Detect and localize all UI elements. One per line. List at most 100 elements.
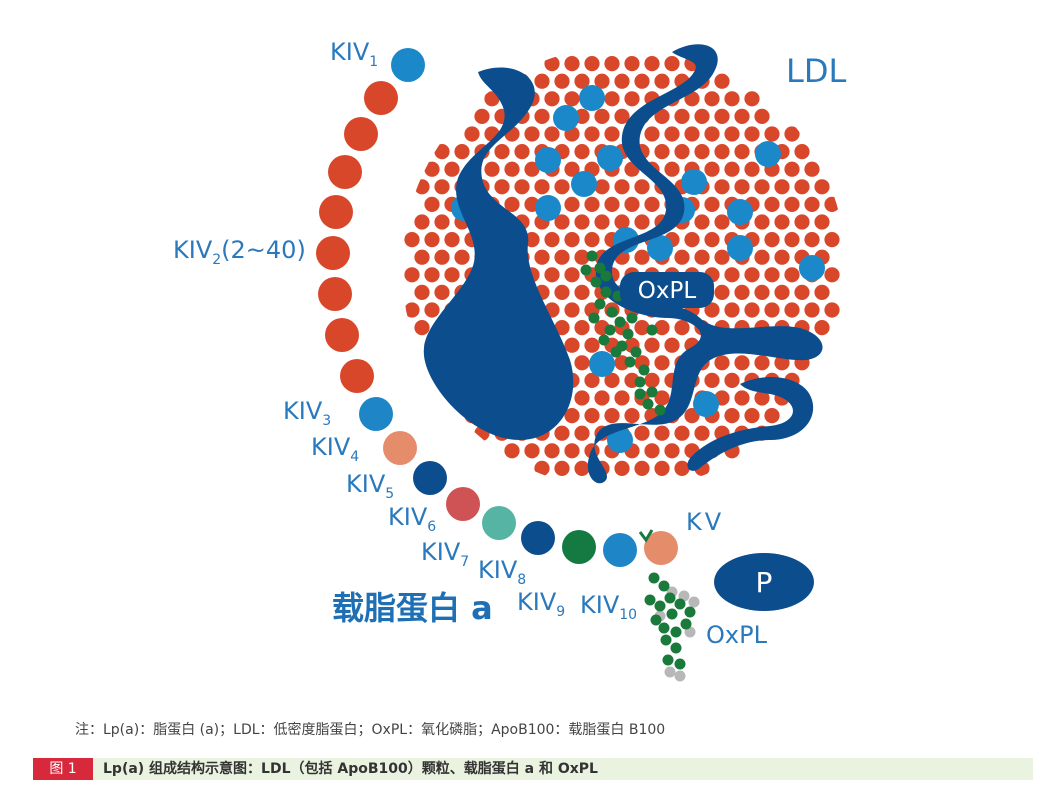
ldl-lipid-bead xyxy=(554,214,570,230)
ldl-lipid-bead xyxy=(724,267,740,283)
kiv2-bead xyxy=(319,195,353,229)
ldl-lipid-bead xyxy=(424,161,440,177)
lpa-structure-diagram: OxPL LDL P KIV1 KIV2(2~40) KIV3 KIV4 KIV… xyxy=(173,38,846,682)
ldl-blue-bead xyxy=(579,85,605,111)
ldl-lipid-bead xyxy=(554,425,570,441)
ldl-lipid-bead xyxy=(654,144,670,160)
ldl-lipid-bead xyxy=(414,284,430,300)
oxpl-bead xyxy=(614,316,626,328)
ldl-lipid-bead xyxy=(494,179,510,195)
ldl-lipid-bead xyxy=(654,355,670,371)
oxpl-bead xyxy=(586,250,598,262)
ldl-lipid-bead xyxy=(774,179,790,195)
ldl-lipid-bead xyxy=(534,249,550,265)
ldl-lipid-bead xyxy=(644,126,660,142)
ldl-lipid-bead xyxy=(804,302,820,318)
ldl-lipid-bead xyxy=(414,214,430,230)
kiv1-label: KIV1 xyxy=(330,38,378,70)
ldl-lipid-bead xyxy=(624,91,640,107)
ldl-lipid-bead xyxy=(674,144,690,160)
ldl-lipid-bead xyxy=(584,56,600,72)
kv-label: KV xyxy=(686,508,724,536)
ldl-lipid-bead xyxy=(794,144,810,160)
ldl-blue-bead xyxy=(647,235,673,261)
ldl-lipid-bead xyxy=(564,196,580,212)
ldl-lipid-bead xyxy=(494,144,510,160)
p-ellipse xyxy=(714,553,814,611)
ldl-lipid-bead xyxy=(434,144,450,160)
ldl-lipid-bead xyxy=(584,337,600,353)
ldl-blue-bead xyxy=(727,235,753,261)
ldl-lipid-bead xyxy=(824,196,840,212)
ldl-lipid-bead xyxy=(584,372,600,388)
ldl-lipid-bead xyxy=(564,232,580,248)
ldl-lipid-bead xyxy=(764,126,780,142)
ldl-blue-bead xyxy=(607,427,633,453)
ldl-lipid-bead xyxy=(734,284,750,300)
ldl-lipid-bead xyxy=(814,214,830,230)
ldl-lipid-bead xyxy=(624,196,640,212)
oxpl-bead xyxy=(650,614,662,626)
kiv8-label: KIV8 xyxy=(478,556,526,588)
ldl-blue-bead xyxy=(535,147,561,173)
oxpl-bead xyxy=(634,376,646,388)
oxpl-bead xyxy=(606,306,618,318)
ldl-lipid-bead xyxy=(724,408,740,424)
kiv2-bead xyxy=(344,117,378,151)
ldl-lipid-bead xyxy=(824,232,840,248)
oxpl-gray-bead xyxy=(688,596,700,608)
ldl-lipid-bead xyxy=(434,214,450,230)
ldl-lipid-bead xyxy=(554,73,570,89)
ldl-lipid-bead xyxy=(764,196,780,212)
ldl-blue-bead xyxy=(597,145,623,171)
ldl-lipid-bead xyxy=(784,196,800,212)
ldl-lipid-bead xyxy=(784,267,800,283)
ldl-lipid-bead xyxy=(704,302,720,318)
kiv2-bead xyxy=(325,318,359,352)
oxpl-bead xyxy=(684,606,696,618)
kiv7-label: KIV7 xyxy=(421,538,469,570)
ldl-lipid-bead xyxy=(474,108,490,124)
ldl-lipid-bead xyxy=(544,126,560,142)
ldl-lipid-bead xyxy=(434,284,450,300)
ldl-lipid-bead xyxy=(714,355,730,371)
ldl-lipid-bead xyxy=(594,179,610,195)
ldl-lipid-bead xyxy=(754,108,770,124)
ldl-lipid-bead xyxy=(574,73,590,89)
ldl-lipid-bead xyxy=(424,196,440,212)
ldl-lipid-bead xyxy=(804,232,820,248)
kiv6-bead xyxy=(446,487,480,521)
kiv9-label: KIV9 xyxy=(517,588,565,620)
ldl-lipid-bead xyxy=(744,91,760,107)
ldl-lipid-bead xyxy=(454,249,470,265)
ldl-lipid-bead xyxy=(614,73,630,89)
ldl-lipid-bead xyxy=(664,56,680,72)
ldl-lipid-bead xyxy=(764,267,780,283)
ldl-lipid-bead xyxy=(574,214,590,230)
ldl-lipid-bead xyxy=(564,161,580,177)
ldl-lipid-bead xyxy=(524,126,540,142)
apoa-label: 载脂蛋白 a xyxy=(332,589,493,627)
ldl-lipid-bead xyxy=(804,161,820,177)
ldl-lipid-bead xyxy=(564,408,580,424)
ldl-lipid-bead xyxy=(434,179,450,195)
ldl-lipid-bead xyxy=(654,390,670,406)
ldl-lipid-bead xyxy=(674,460,690,476)
oxpl-bead xyxy=(590,276,602,288)
oxpl-bead xyxy=(588,312,600,324)
ldl-lipid-bead xyxy=(694,425,710,441)
ldl-lipid-bead xyxy=(574,284,590,300)
ldl-lipid-bead xyxy=(684,91,700,107)
kiv10-bead xyxy=(603,533,637,567)
oxpl-bead xyxy=(658,580,670,592)
ldl-lipid-bead xyxy=(764,408,780,424)
ldl-lipid-bead xyxy=(614,108,630,124)
ldl-lipid-bead xyxy=(544,56,560,72)
ldl-lipid-bead xyxy=(404,267,420,283)
ldl-lipid-bead xyxy=(714,179,730,195)
kiv7-bead xyxy=(482,506,516,540)
ldl-lipid-bead xyxy=(664,126,680,142)
oxpl-bead xyxy=(658,622,670,634)
ldl-blue-bead xyxy=(693,391,719,417)
ldl-lipid-bead xyxy=(714,73,730,89)
